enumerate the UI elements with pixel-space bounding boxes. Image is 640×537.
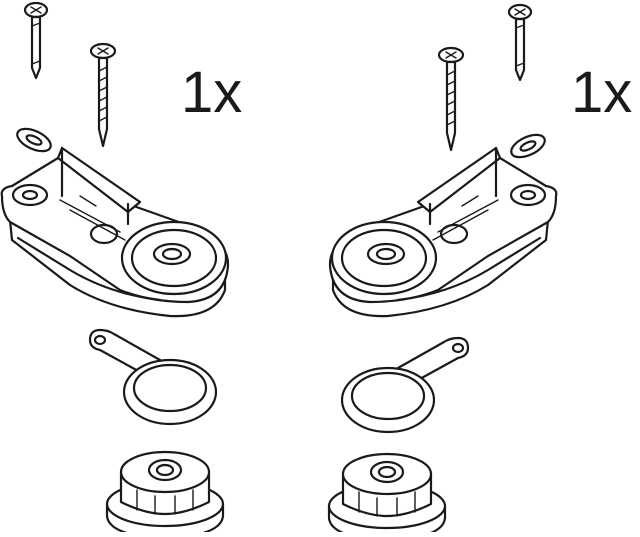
cap-left [105,450,225,537]
quantity-label-left: 1x [181,60,243,125]
washer-left [12,123,56,157]
screw-long-left [89,42,117,148]
washer-right [506,129,550,163]
screw-short-right [507,3,533,82]
cap-right [327,452,447,537]
hinge-right [328,146,558,318]
screw-long-right [437,46,465,152]
screw-short-left [23,1,49,80]
ring-left [88,328,218,426]
right-set [327,3,558,537]
ring-right [340,336,470,434]
hinge-left [0,146,230,318]
quantity-label-right: 1x [571,60,633,125]
